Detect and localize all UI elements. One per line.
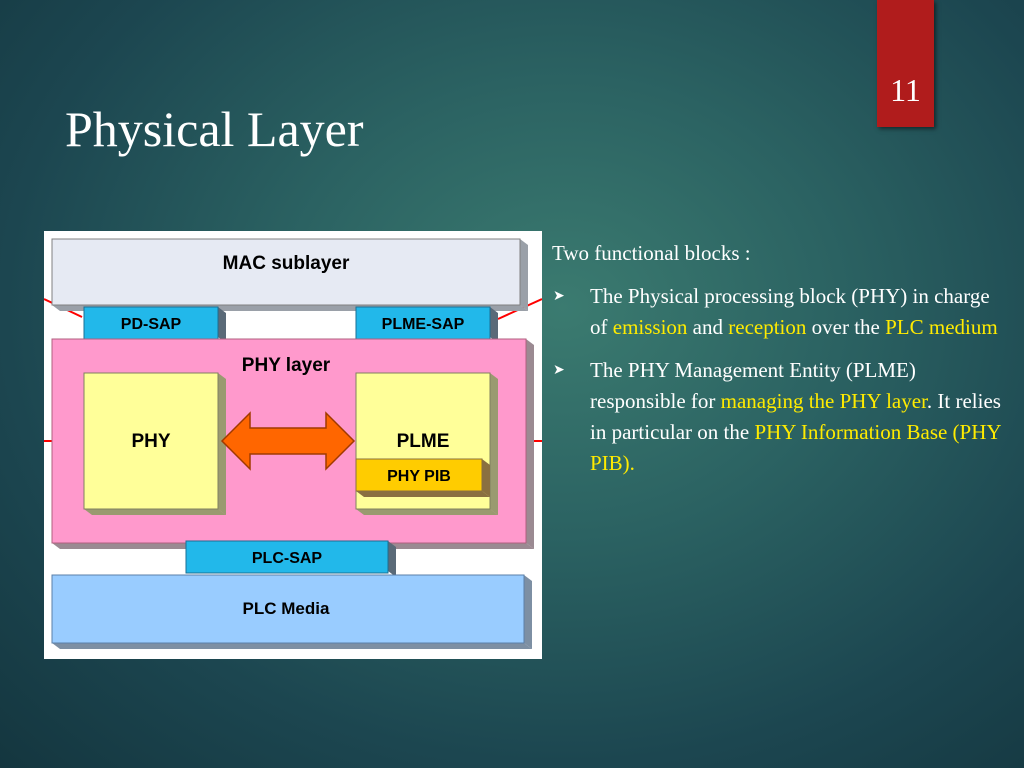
highlight-text: PHY Information Base (PHY PIB). [590, 420, 1001, 475]
bullet-text: . It relies in particular on the [590, 389, 1001, 444]
plme-sap-box: PLME-SAP [355, 306, 498, 343]
phy-layer-label: PHY layer [242, 355, 331, 376]
phy-block: PHY [83, 372, 226, 515]
mac-sublayer-box: MAC sublayer [51, 238, 528, 311]
bullet-text: and [687, 315, 729, 339]
bullet-phy: ➤ The Physical processing block (PHY) in… [552, 281, 1002, 343]
slide-title: Physical Layer [65, 101, 364, 157]
plme-sap-label: PLME-SAP [382, 316, 465, 333]
slide-number: 11 [890, 72, 921, 108]
plme-label: PLME [397, 431, 450, 452]
plc-media-label: PLC Media [243, 599, 330, 618]
plc-media-box: PLC Media [51, 574, 532, 649]
bullet-text: The Physical processing block (PHY) in c… [590, 284, 990, 339]
bullet-text: The PHY Management Entity (PLME) respons… [590, 358, 916, 413]
phy-layer-diagram: MAC sublayer PD-SAP PLME-SAP PHY layer P… [44, 231, 542, 659]
highlight-text: emission [612, 315, 688, 339]
plc-sap-box: PLC-SAP [185, 540, 396, 577]
phy-pib-label: PHY PIB [387, 468, 451, 485]
plc-sap-label: PLC-SAP [252, 550, 323, 567]
highlight-text: reception [728, 315, 807, 339]
arrow-bullet-icon: ➤ [553, 363, 565, 378]
pd-sap-label: PD-SAP [121, 316, 182, 333]
slide-number-badge: 11 [877, 0, 934, 127]
pd-sap-box: PD-SAP [83, 306, 226, 343]
bullet-plme: ➤ The PHY Management Entity (PLME) respo… [552, 355, 1002, 479]
bullet-text: over the [806, 315, 886, 339]
bidirectional-arrow [220, 411, 356, 471]
content-text: Two functional blocks : ➤ The Physical p… [552, 238, 1002, 491]
mac-sublayer-label: MAC sublayer [223, 253, 350, 274]
intro-text: Two functional blocks : [552, 241, 751, 265]
phy-label: PHY [131, 431, 170, 452]
arrow-bullet-icon: ➤ [553, 289, 565, 304]
highlight-text: PLC medium [885, 315, 998, 339]
highlight-text: managing the PHY layer [720, 389, 927, 413]
phy-pib-block: PHY PIB [355, 458, 490, 497]
